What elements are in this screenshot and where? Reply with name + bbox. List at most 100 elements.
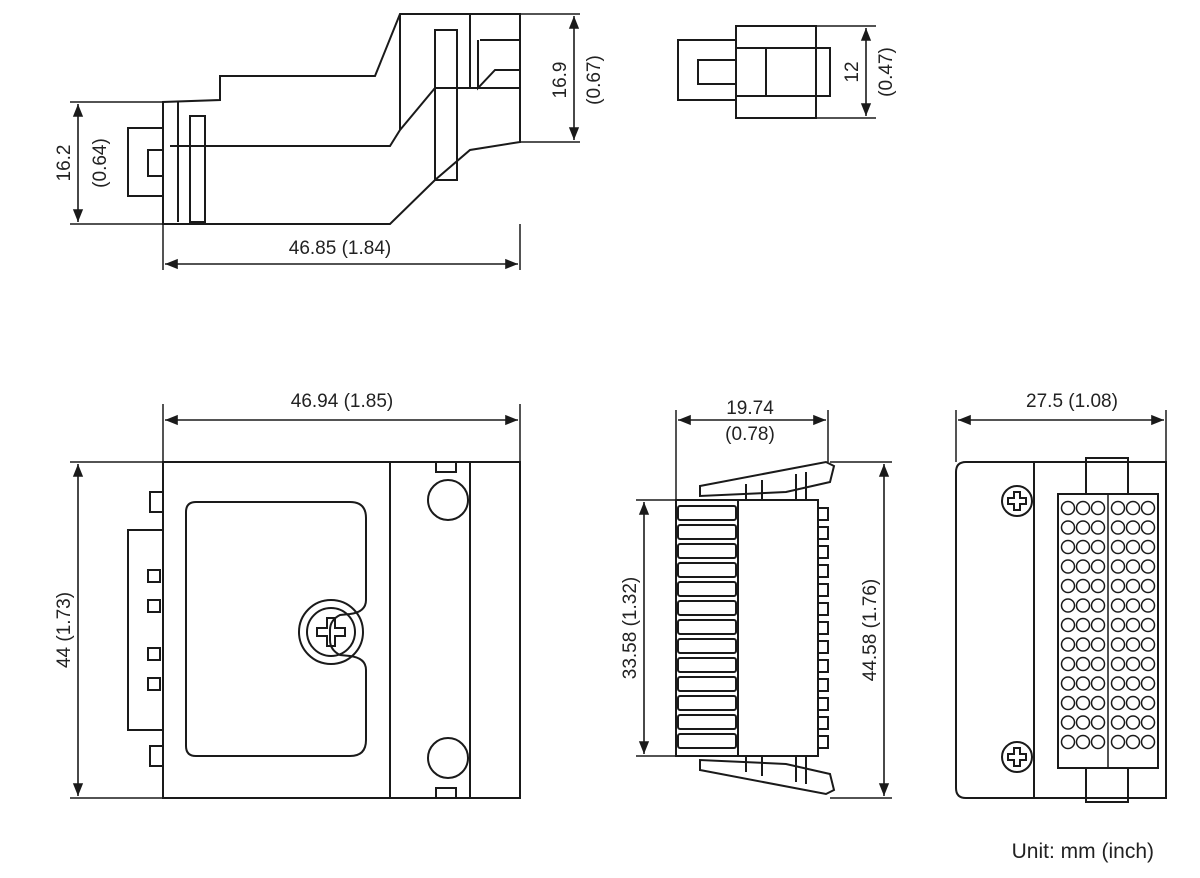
terminal-pin [1140, 715, 1156, 730]
terminal-pin [1140, 734, 1156, 750]
terminal-tab [817, 697, 829, 711]
terminal-pin [1075, 617, 1091, 633]
dim-small-height-inch: (0.47) [876, 47, 897, 97]
terminal-pin [1060, 656, 1076, 672]
terminal-pin [1110, 715, 1126, 730]
terminal-pin [1110, 559, 1126, 574]
terminal-pin [1110, 539, 1126, 555]
terminal-pin [1125, 656, 1141, 672]
terminal-fin [677, 676, 737, 692]
terminal-pin [1060, 617, 1076, 633]
terminal-pin [1110, 734, 1126, 750]
terminal-pin [1060, 734, 1076, 750]
side-terminal-view [636, 410, 892, 799]
terminal-pin [1125, 539, 1141, 555]
terminal-fin [677, 505, 737, 521]
terminal-fin [677, 619, 737, 635]
terminal-tab [817, 507, 829, 521]
terminal-pin [1060, 637, 1076, 652]
terminal-pin [1125, 734, 1141, 750]
terminal-pin [1125, 520, 1141, 535]
terminal-pin [1110, 656, 1126, 672]
terminal-pin [1140, 637, 1156, 652]
terminal-pin [1110, 676, 1126, 691]
terminal-fin [677, 714, 737, 730]
terminal-pin [1140, 500, 1156, 516]
terminal-pin [1125, 676, 1141, 691]
small-top-view [677, 25, 876, 119]
dim-top-side-height: 16.2 [54, 145, 75, 182]
unit-note: Unit: mm (inch) [1012, 840, 1154, 863]
terminal-pin [1075, 500, 1091, 516]
terminal-pin [1075, 676, 1091, 691]
front-view [70, 404, 521, 799]
terminal-pin [1075, 734, 1091, 750]
terminal-fin [677, 600, 737, 616]
terminal-pin [1090, 500, 1106, 516]
terminal-pin [1140, 695, 1156, 711]
terminal-pin [1140, 559, 1156, 574]
terminal-pin [1140, 520, 1156, 535]
dim-terminal-width: 27.5 (1.08) [1026, 391, 1118, 412]
terminal-fin [677, 695, 737, 711]
dim-top-side-height-inch: (0.64) [90, 138, 111, 188]
terminal-pin [1110, 520, 1126, 535]
terminal-tab [817, 526, 829, 540]
terminal-pin [1060, 539, 1076, 555]
terminal-tab [817, 583, 829, 597]
dim-side-width: 19.74 [726, 398, 774, 419]
terminal-tab [817, 678, 829, 692]
terminal-pin [1060, 715, 1076, 730]
terminal-pin [1075, 637, 1091, 652]
dim-front-height: 44 (1.73) [54, 592, 75, 668]
terminal-pin [1125, 500, 1141, 516]
terminal-pin [1090, 617, 1106, 633]
terminal-pin [1075, 520, 1091, 535]
terminal-pin [1090, 598, 1106, 613]
terminal-pin [1075, 578, 1091, 594]
terminal-pin [1060, 695, 1076, 711]
terminal-pin [1075, 598, 1091, 613]
terminal-pin [1090, 578, 1106, 594]
terminal-tab [817, 545, 829, 559]
terminal-pin [1090, 656, 1106, 672]
terminal-fin [677, 524, 737, 540]
terminal-pin [1060, 500, 1076, 516]
terminal-pin [1090, 695, 1106, 711]
terminal-pin [1060, 520, 1076, 535]
terminal-block-view [955, 410, 1167, 803]
terminal-fin [677, 543, 737, 559]
terminal-pin [1110, 637, 1126, 652]
dim-top-right-height-inch: (0.67) [584, 55, 605, 105]
terminal-pin [1110, 500, 1126, 516]
terminal-pin [1110, 598, 1126, 613]
terminal-pin [1090, 539, 1106, 555]
terminal-pin [1125, 559, 1141, 574]
terminal-pin [1075, 695, 1091, 711]
terminal-tab [817, 564, 829, 578]
terminal-pin [1075, 715, 1091, 730]
terminal-fin [677, 733, 737, 749]
terminal-fin [677, 581, 737, 597]
terminal-pin [1125, 617, 1141, 633]
terminal-pin [1090, 734, 1106, 750]
dim-small-height: 12 [842, 61, 863, 82]
terminal-pin [1125, 598, 1141, 613]
terminal-tab [817, 659, 829, 673]
terminal-pin [1075, 539, 1091, 555]
terminal-pin [1140, 676, 1156, 691]
terminal-fin [677, 562, 737, 578]
terminal-pin [1140, 578, 1156, 594]
terminal-pin [1060, 676, 1076, 691]
terminal-pin [1140, 539, 1156, 555]
terminal-tab [817, 621, 829, 635]
terminal-pin [1090, 676, 1106, 691]
terminal-pin [1110, 695, 1126, 711]
terminal-pin [1090, 637, 1106, 652]
terminal-pin [1075, 559, 1091, 574]
terminal-pin [1125, 578, 1141, 594]
dim-side-width-inch: (0.78) [725, 424, 775, 445]
terminal-fin [677, 657, 737, 673]
dim-front-width: 46.94 (1.85) [291, 391, 393, 412]
